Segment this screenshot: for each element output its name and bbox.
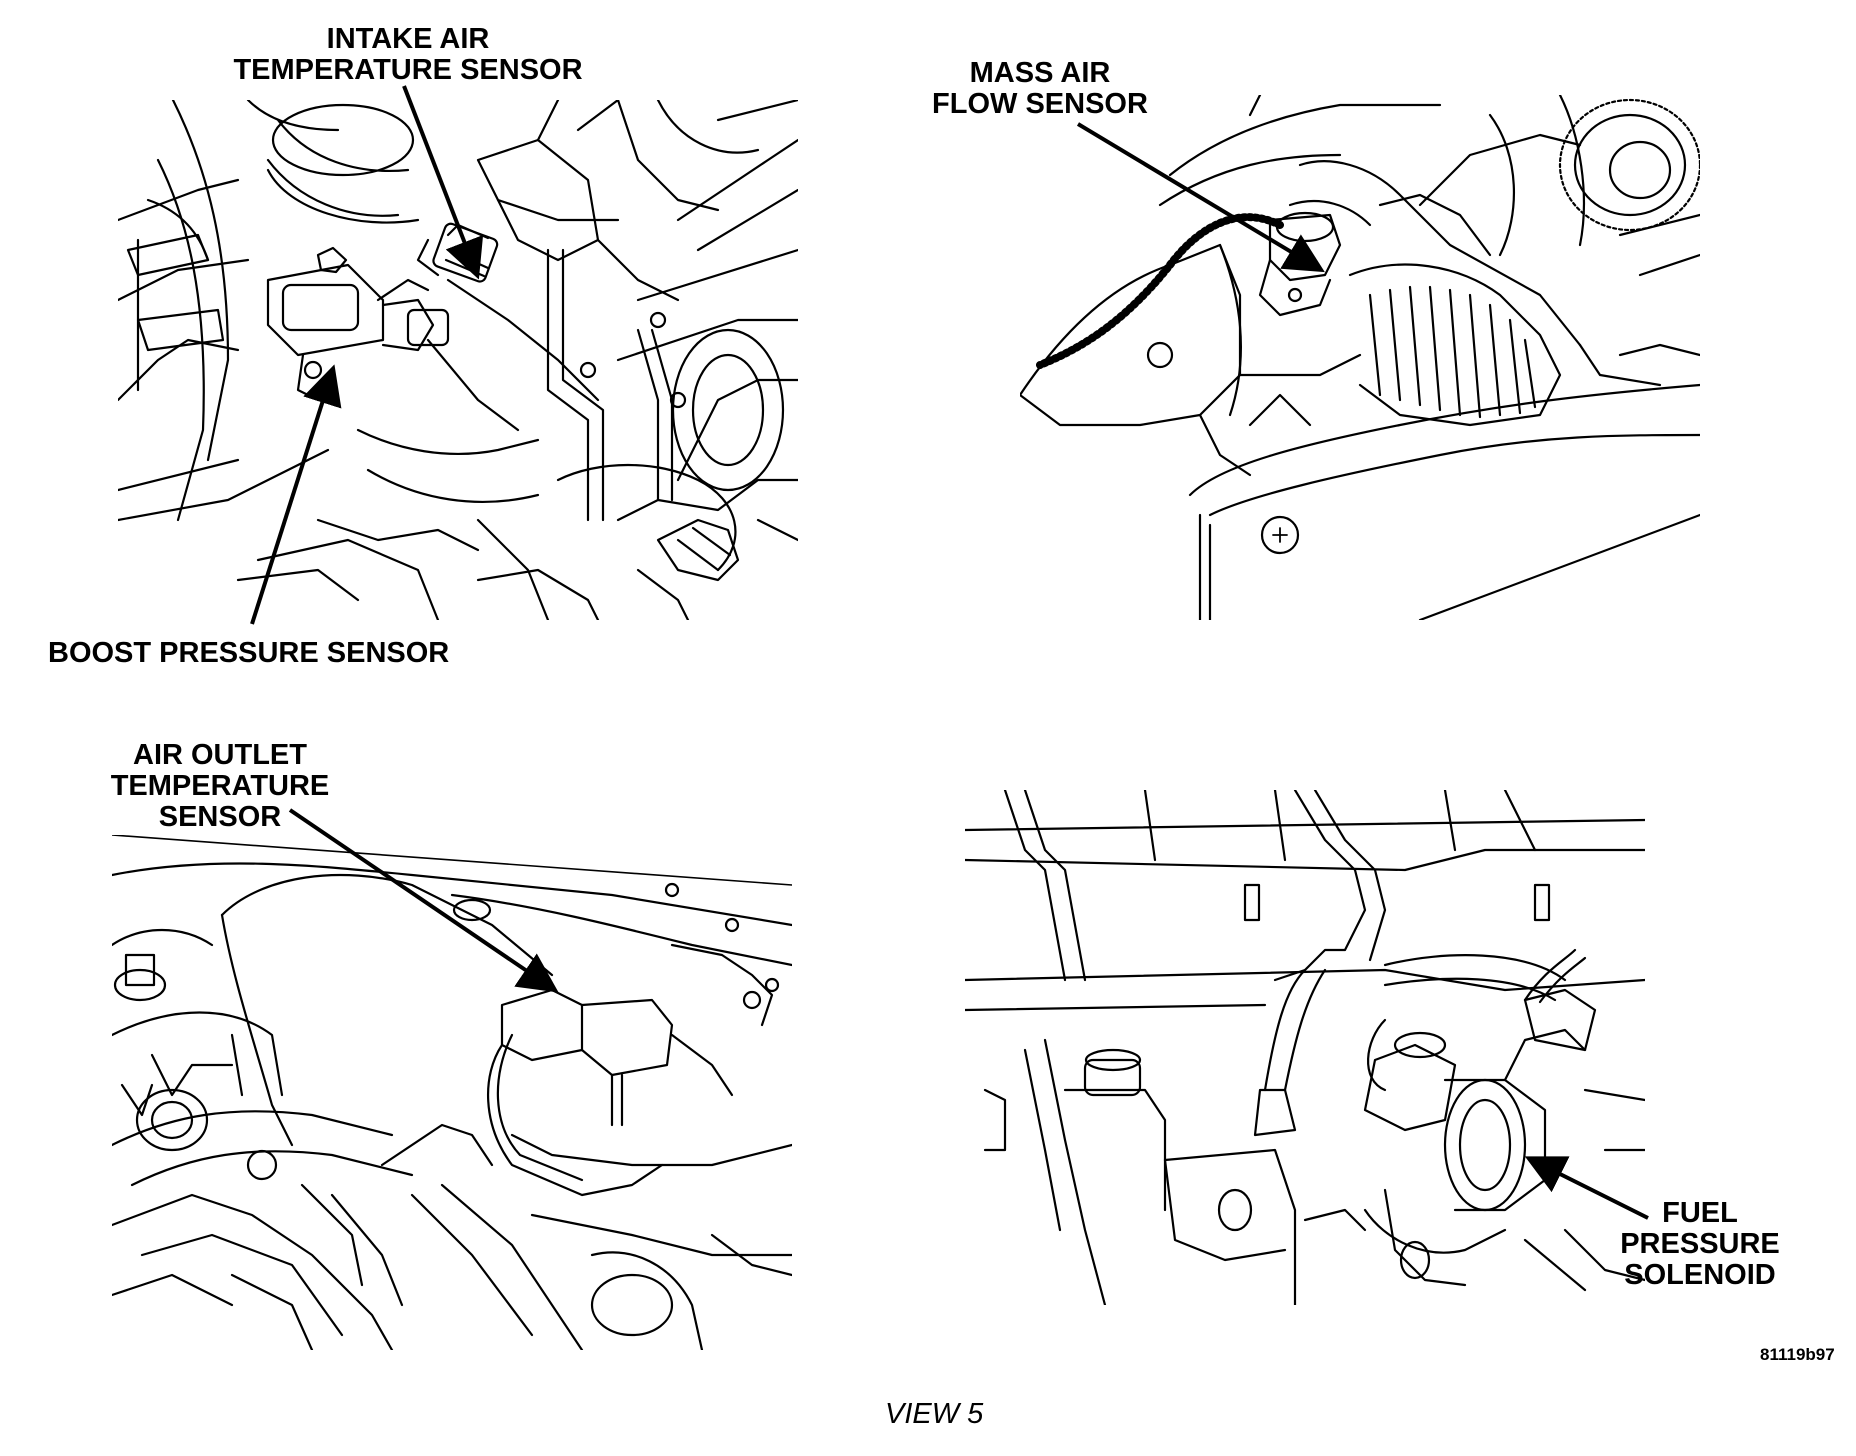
label-line: TEMPERATURE: [110, 770, 330, 802]
arrow-intake-air-temp: [402, 85, 484, 280]
label-line: FUEL: [1662, 1197, 1738, 1229]
engine-illustration-bottom-right: [965, 790, 1645, 1305]
label-line: SENSOR: [158, 801, 282, 833]
label-line: INTAKE AIR: [326, 23, 490, 55]
label-boost-pressure-sensor: BOOST PRESSURE SENSOR: [48, 637, 450, 669]
label-line: MASS AIR: [969, 57, 1111, 89]
label-line: AIR OUTLET: [133, 739, 307, 771]
label-fuel-pressure-solenoid: FUEL PRESSURE SOLENOID: [1600, 1198, 1800, 1291]
engine-illustration-top-left: [118, 100, 798, 620]
label-line: FLOW SENSOR: [932, 88, 1148, 120]
arrow-mass-air-flow: [1076, 122, 1325, 273]
arrow-boost-pressure: [250, 364, 342, 625]
figure-caption: VIEW 5: [885, 1398, 984, 1430]
label-line: BOOST PRESSURE SENSOR: [48, 637, 450, 669]
engine-illustration-bottom-left: [112, 835, 792, 1350]
label-line: TEMPERATURE SENSOR: [233, 54, 583, 86]
arrow-air-outlet-temp: [288, 808, 559, 993]
label-air-outlet-temperature-sensor: AIR OUTLET TEMPERATURE SENSOR: [100, 740, 340, 833]
figure-reference-code: 81119b97: [1760, 1345, 1835, 1364]
arrow-fuel-pressure-solenoid: [1524, 1156, 1649, 1220]
label-intake-air-temperature-sensor: INTAKE AIR TEMPERATURE SENSOR: [228, 24, 588, 86]
engine-illustration-top-right: [1020, 95, 1700, 620]
label-mass-air-flow-sensor: MASS AIR FLOW SENSOR: [920, 58, 1160, 120]
label-line: SOLENOID: [1624, 1259, 1776, 1291]
label-line: PRESSURE: [1620, 1228, 1780, 1260]
